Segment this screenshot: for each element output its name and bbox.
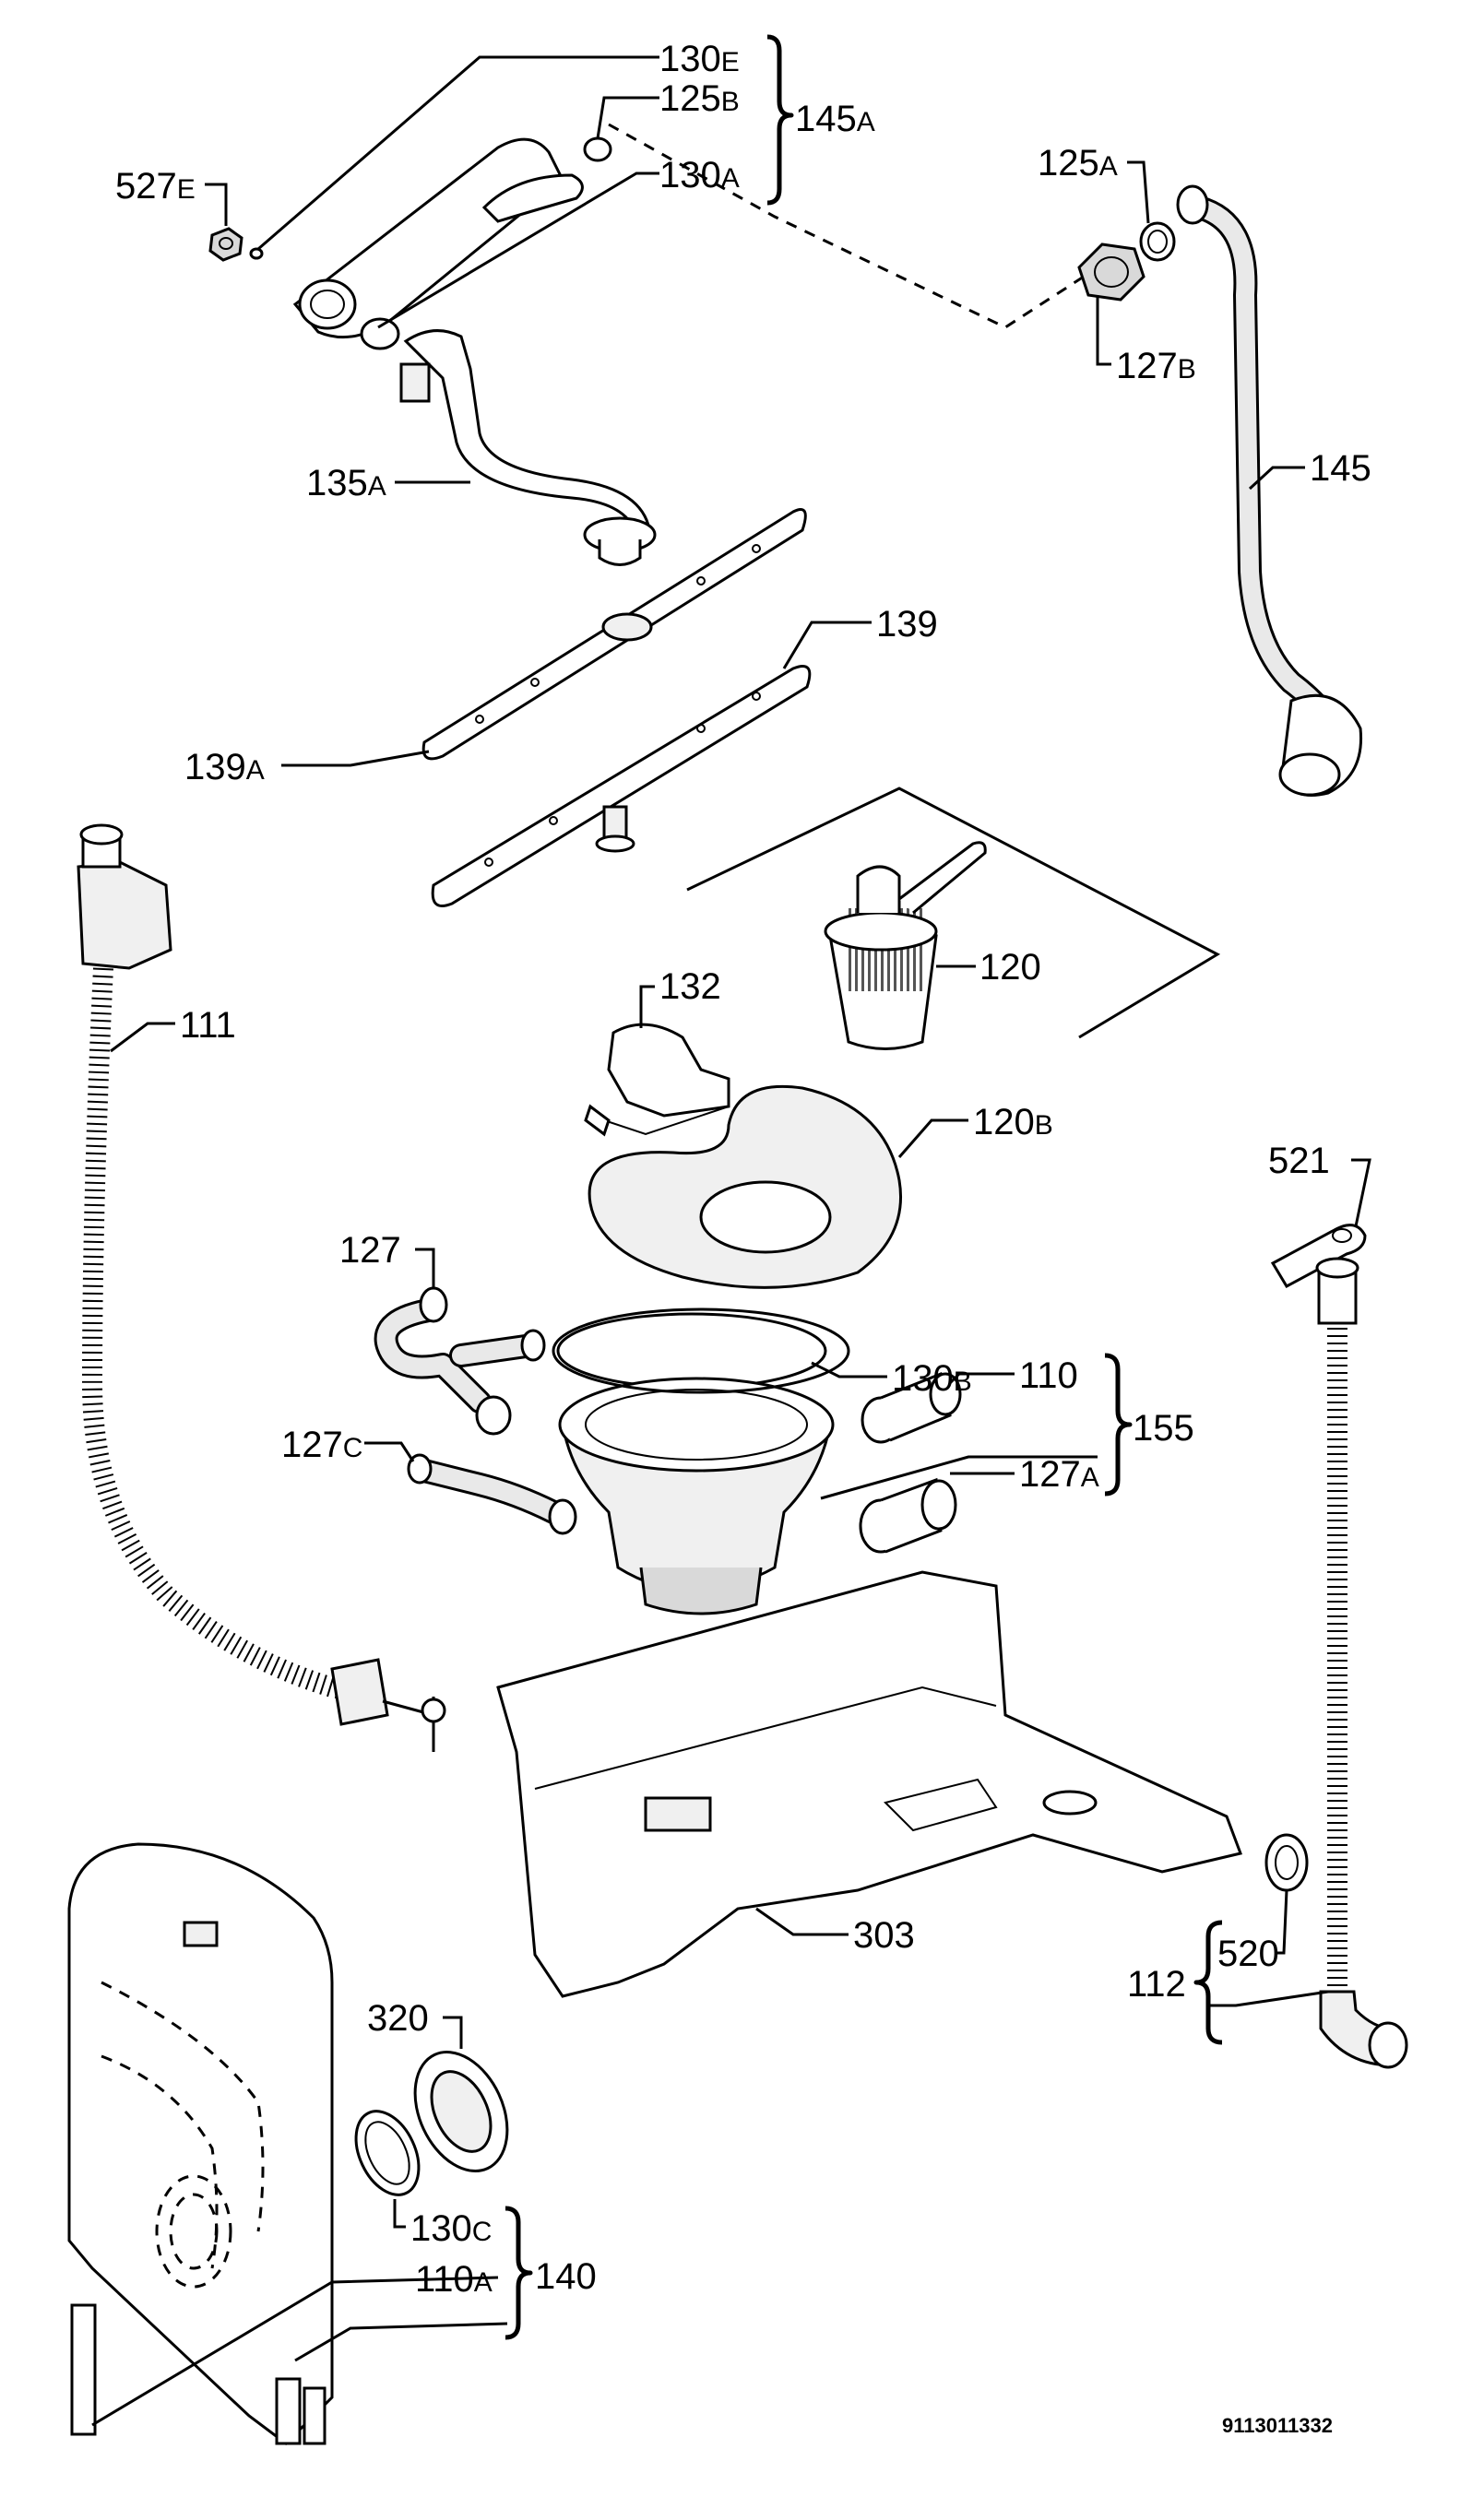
label-120B: 120B — [973, 1102, 1053, 1142]
label-521: 521 — [1268, 1141, 1330, 1181]
label-120: 120 — [979, 947, 1041, 988]
label-125B: 125B — [659, 78, 740, 119]
label-139A: 139A — [184, 747, 265, 787]
label-139: 139 — [876, 604, 938, 645]
label-135A: 135A — [306, 463, 386, 503]
lower-spray-arm-139 — [431, 665, 812, 907]
filter-120 — [824, 841, 987, 1050]
filter-group-outline — [686, 787, 1221, 1039]
nut-527E — [208, 227, 243, 262]
drawing-code: 9113011332 — [1222, 2414, 1333, 2437]
sleeve-110 — [861, 1371, 962, 1444]
leader-lines — [91, 55, 1371, 2427]
seal-130B — [552, 1307, 850, 1394]
label-130E: 130E — [659, 39, 740, 79]
label-127C: 127C — [281, 1425, 362, 1465]
clip-521 — [1270, 1224, 1367, 1288]
label-520: 520 — [1217, 1934, 1279, 1974]
label-145A: 145A — [795, 99, 875, 139]
label-112: 112 — [1127, 1964, 1186, 2005]
label-145: 145 — [1310, 448, 1371, 489]
connector-127B — [1077, 243, 1146, 302]
label-130B: 130B — [892, 1358, 972, 1399]
label-127A: 127A — [1019, 1454, 1099, 1495]
label-130A: 130A — [659, 155, 740, 195]
label-303: 303 — [853, 1915, 915, 1956]
sensor-132 — [584, 1023, 730, 1137]
sleeve-127A — [859, 1477, 957, 1554]
drain-hose-112 — [1315, 1257, 1408, 2069]
hose-127C — [407, 1453, 577, 1535]
label-140: 140 — [535, 2256, 597, 2297]
upper-spray-arm-139A — [421, 508, 807, 761]
label-111: 111 — [180, 1005, 236, 1046]
label-130C: 130C — [410, 2208, 492, 2249]
group-braces — [505, 34, 1223, 2340]
upper-arm-pipe-135A — [399, 329, 657, 566]
label-320: 320 — [367, 1998, 429, 2039]
inlet-hose-111 — [77, 823, 446, 1752]
flat-filter-120B — [588, 1084, 903, 1289]
label-110: 110 — [1019, 1355, 1078, 1396]
seal-ring-125A — [1139, 221, 1176, 262]
label-527E: 527E — [115, 166, 196, 207]
label-132: 132 — [659, 966, 721, 1007]
sump-155 — [556, 1312, 835, 1615]
label-155: 155 — [1133, 1408, 1194, 1449]
label-127: 127 — [339, 1230, 401, 1271]
base-303 — [496, 1570, 1243, 1998]
ring-520 — [1264, 1833, 1309, 1892]
label-127B: 127B — [1116, 346, 1196, 386]
label-125A: 125A — [1038, 143, 1118, 183]
hose-127 — [374, 1286, 546, 1436]
side-cover-140 — [67, 1842, 334, 2445]
flange-320 — [413, 2051, 509, 2172]
label-110A: 110A — [415, 2259, 493, 2300]
circulation-hose-145 — [1176, 184, 1363, 797]
seal-130C — [354, 2110, 421, 2196]
upper-feed-tube-145A — [249, 136, 612, 350]
